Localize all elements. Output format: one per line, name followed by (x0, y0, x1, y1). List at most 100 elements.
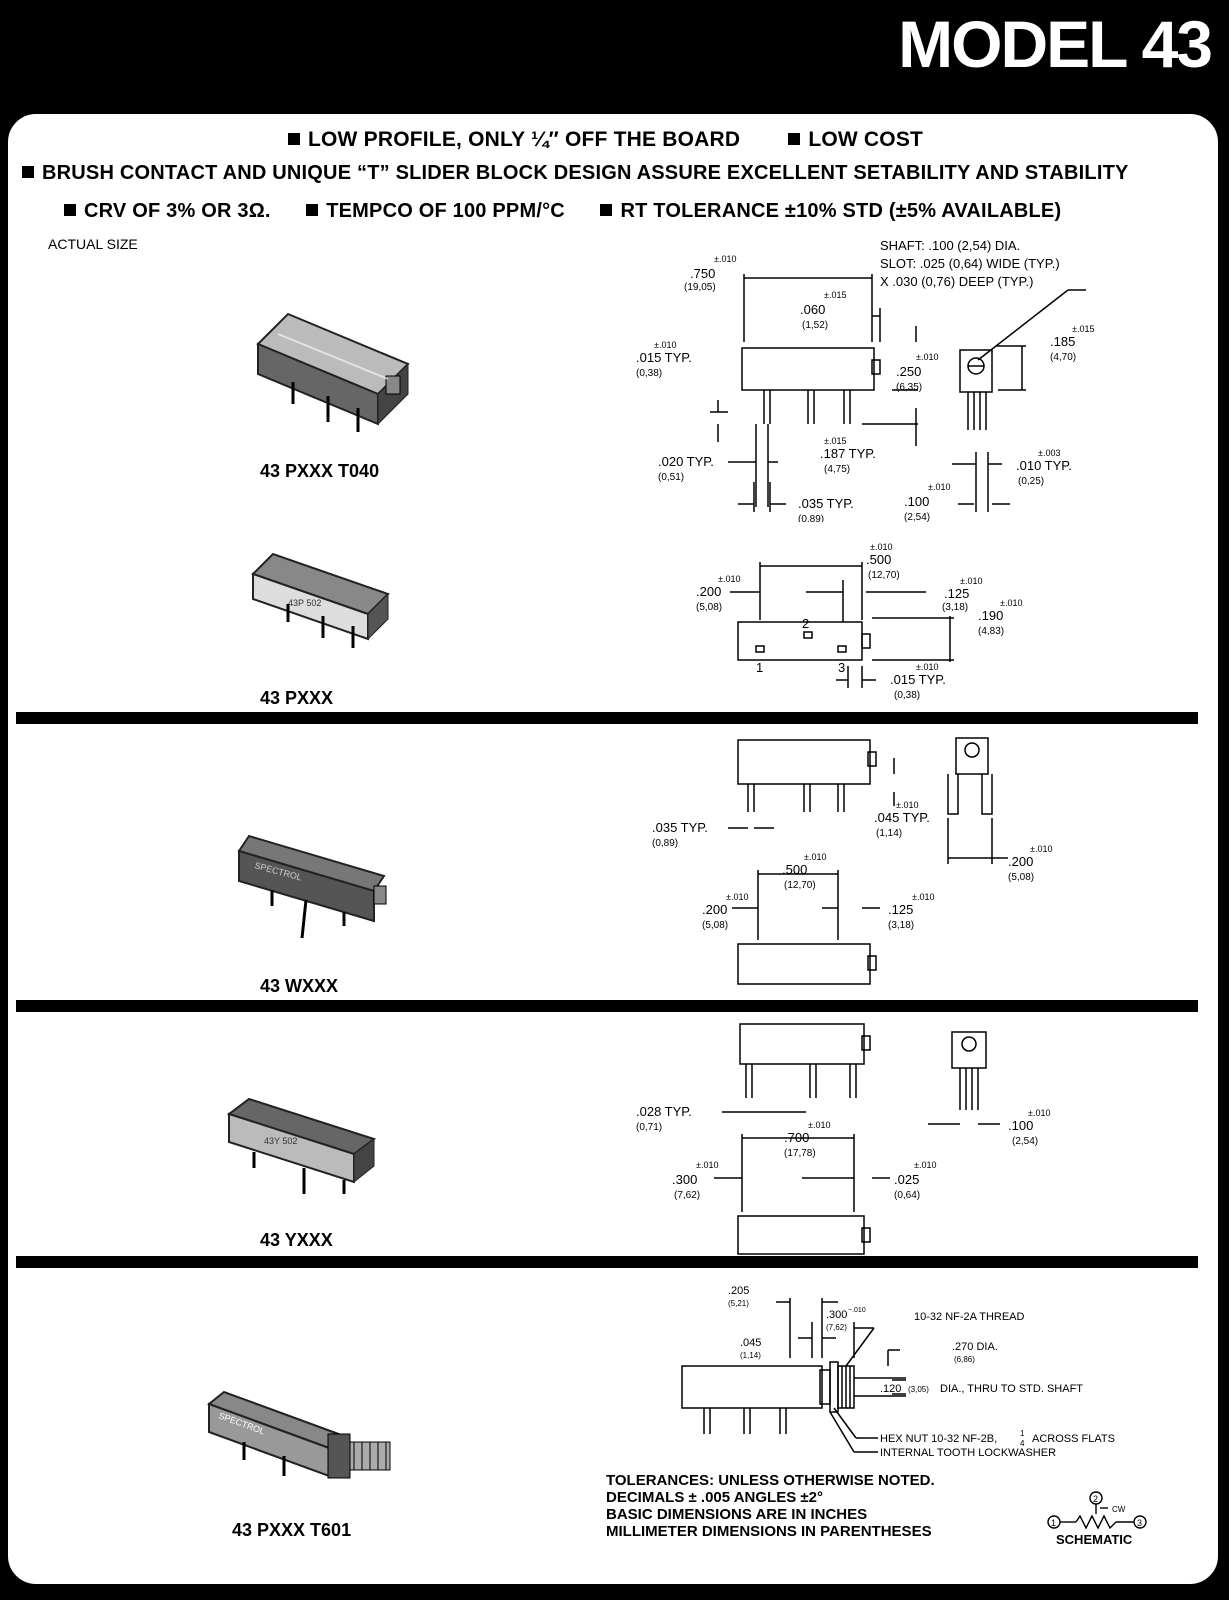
dim-shaft: SHAFT: .100 (2,54) DIA. (880, 238, 1020, 253)
dim-100: .100 (1008, 1118, 1033, 1133)
bullet-square-icon (22, 166, 34, 178)
dim-250: .250 (896, 364, 921, 379)
dim-lockwasher: INTERNAL TOOTH LOCKWASHER (880, 1447, 1056, 1459)
dim-020: .020 TYP. (658, 454, 714, 469)
dim-060-mm: (1,52) (802, 320, 828, 331)
dim-500-mm: (12,70) (784, 880, 816, 891)
bullet-square-icon (306, 204, 319, 216)
dim-700: .700 (784, 1130, 809, 1145)
dim-015-mm: (0,38) (636, 368, 662, 379)
dim-205-mm: (5,21) (728, 1299, 749, 1308)
dim-045-mm: (1,14) (876, 828, 902, 839)
pin-2-label: 2 (802, 616, 809, 631)
dim-125: .125 (888, 902, 913, 917)
dim-deep: X .030 (0,76) DEEP (TYP.) (880, 274, 1033, 289)
dim-shaft-note: DIA., THRU TO STD. SHAFT (940, 1383, 1083, 1395)
model-label-y: 43 YXXX (260, 1230, 333, 1250)
dim-300-mm: (7,62) (826, 1323, 847, 1332)
feature-line-3: CRV OF 3% OR 3Ω. TEMPCO OF 100 PPM/°C RT… (64, 200, 1061, 223)
page-title: MODEL 43 (898, 7, 1213, 81)
dim-300: .300 (826, 1309, 847, 1321)
model-label-w: 43 WXXX (260, 976, 339, 996)
dim-tol: ±.015 (1072, 324, 1094, 334)
dim-tol: ±.010 (1028, 1108, 1050, 1118)
model-label-t601: 43 PXXX T601 (232, 1520, 352, 1540)
dim-tol: ±.015 (824, 290, 846, 300)
dim-tol: ±.015 (824, 436, 846, 446)
product-photo-p: 43P 502 (251, 552, 390, 648)
product-photo-t601: SPECTROL (206, 1390, 391, 1479)
feature-crv: CRV OF 3% OR 3Ω. (84, 200, 271, 222)
dim-015-mm: (0,38) (894, 690, 920, 701)
model-label-t040: 43 PXXX T040 (260, 461, 380, 481)
product-photo-y: 43Y 502 (226, 1097, 377, 1194)
datasheet-panel: LOW PROFILE, ONLY ¼″ OFF THE BOARD LOW C… (6, 112, 1220, 1586)
feature-low-cost: LOW COST (808, 128, 924, 151)
bullet-square-icon (788, 133, 801, 145)
dim-700-mm: (17,78) (784, 1148, 816, 1159)
dim-120-mm: (3,05) (908, 1385, 929, 1394)
dimension-drawing-y: .028 TYP. (0,71) ±.010 .100 (2,54) ±.010… (636, 1023, 1050, 1255)
dim-across-flats: ACROSS FLATS (1032, 1433, 1115, 1445)
dim-035: .035 TYP. (798, 496, 854, 511)
tolerances-line: DECIMALS ± .005 ANGLES ±2° (606, 1489, 823, 1506)
dim-270-mm: (6,86) (954, 1355, 975, 1364)
dim-tol: −.010 (848, 1307, 866, 1314)
dim-045-mm: (1,14) (740, 1351, 761, 1360)
dim-tol: ±.010 (960, 576, 982, 586)
dim-200-side: .200 (1008, 854, 1033, 869)
section-divider (16, 1256, 1198, 1268)
dim-thread: 10-32 NF-2A THREAD (914, 1311, 1025, 1323)
dim-187-mm: (4,75) (824, 464, 850, 475)
dim-200: .200 (696, 584, 721, 599)
dim-tol: ±.010 (696, 1160, 718, 1170)
dim-tol: ±.010 (914, 1160, 936, 1170)
product-photo-t040 (256, 312, 410, 432)
dim-187: .187 TYP. (820, 446, 876, 461)
dimension-drawing-w: .035 TYP. (0,89) ±.010 .045 TYP. (1,14) … (652, 737, 1052, 985)
dim-100-mm: (2,54) (1012, 1136, 1038, 1147)
dim-035-mm: (0,89) (798, 514, 824, 522)
svg-text:43Y 502: 43Y 502 (264, 1136, 297, 1146)
fraction-numerator: 1 (1020, 1429, 1025, 1438)
dim-125-mm: (3,18) (888, 920, 914, 931)
dim-tol: ±.010 (1000, 598, 1022, 608)
schematic-pin-3: 3 (1137, 1518, 1142, 1528)
pin-1-label: 1 (756, 660, 763, 675)
dim-tol: ±.010 (896, 800, 918, 810)
bullet-square-icon (288, 133, 300, 145)
feature-line-2: BRUSH CONTACT AND UNIQUE “T” SLIDER BLOC… (22, 162, 1129, 185)
dim-020-mm: (0,51) (658, 472, 684, 483)
feature-line-1: LOW PROFILE, ONLY ¼″ OFF THE BOARD LOW C… (288, 128, 923, 152)
dim-010: .010 TYP. (1016, 458, 1072, 473)
tolerances-line: BASIC DIMENSIONS ARE IN INCHES (606, 1506, 868, 1523)
feature-rt-tolerance: RT TOLERANCE ±10% STD (±5% AVAILABLE) (620, 200, 1062, 222)
dim-190: .190 (978, 608, 1003, 623)
feature-brush-contact: BRUSH CONTACT AND UNIQUE “T” SLIDER BLOC… (42, 162, 1129, 184)
dim-500: .500 (782, 862, 807, 877)
tolerances-line: MILLIMETER DIMENSIONS IN PARENTHESES (606, 1523, 932, 1540)
feature-tempco: TEMPCO OF 100 PPM/°C (326, 200, 565, 222)
header-bar: MODEL 43 (0, 0, 1229, 108)
dim-125-mm: (3,18) (942, 602, 968, 613)
schematic-pin-1: 1 (1051, 1518, 1056, 1528)
dim-015: .015 TYP. (890, 672, 946, 687)
dim-125: .125 (944, 586, 969, 601)
dim-025: .025 (894, 1172, 919, 1187)
dim-500: .500 (866, 552, 891, 567)
schematic-label: SCHEMATIC (1056, 1532, 1133, 1547)
bullet-square-icon (600, 204, 613, 216)
section-divider (16, 1000, 1198, 1012)
dim-tol: ±.010 (808, 1120, 830, 1130)
dim-190-mm: (4,83) (978, 626, 1004, 637)
dim-185: .185 (1050, 334, 1075, 349)
schematic-pin-2: 2 (1093, 1494, 1098, 1504)
pin-3-label: 3 (838, 660, 845, 675)
schematic-cw: CW (1112, 1505, 1126, 1514)
dim-200: .200 (702, 902, 727, 917)
dim-200-mm: (5,08) (696, 602, 722, 613)
product-photo-w: SPECTROL (237, 834, 387, 939)
dim-025-mm: (0,64) (894, 1190, 920, 1201)
dim-035-mm: (0,89) (652, 838, 678, 849)
dim-205: .205 (728, 1285, 749, 1297)
